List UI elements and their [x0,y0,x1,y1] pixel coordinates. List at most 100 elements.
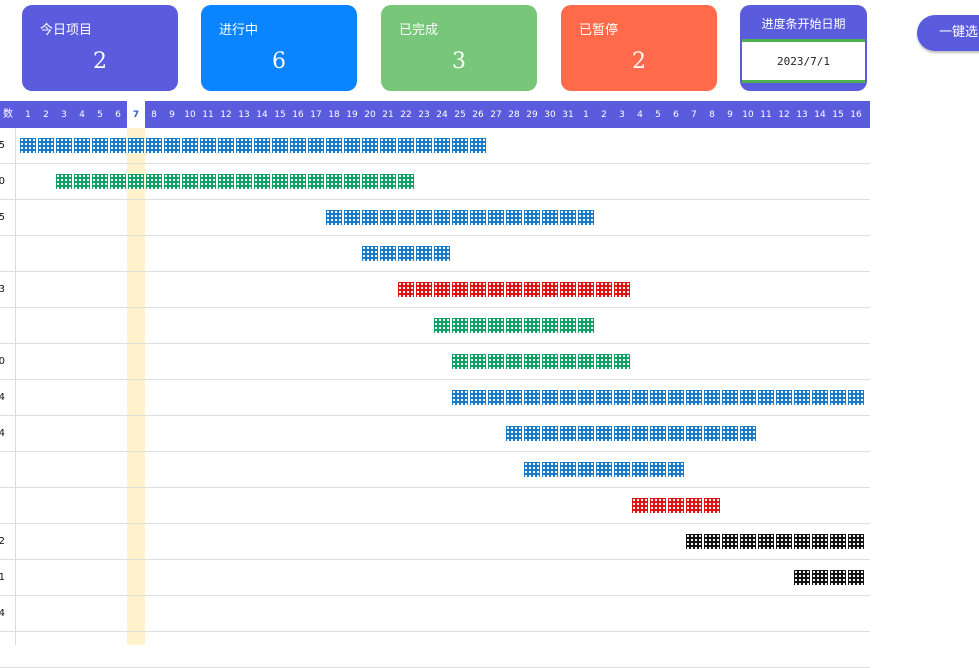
progress-block [524,318,540,333]
progress-block [416,282,432,297]
progress-block [488,282,504,297]
progress-block [326,174,342,189]
progress-block [344,138,360,153]
gantt-row [0,488,870,524]
progress-block [398,174,414,189]
progress-block [164,138,180,153]
progress-block [596,354,612,369]
row-days-value: 5 [0,140,5,151]
progress-block [272,138,288,153]
progress-block [614,462,630,477]
progress-block [398,246,414,261]
progress-block [416,138,432,153]
progress-block [290,138,306,153]
progress-block [110,138,126,153]
row-days-value: 4 [0,392,5,403]
progress-block [434,246,450,261]
progress-block [704,534,720,549]
gantt-row: 5 [0,128,870,164]
day-header-cell: 11 [202,110,214,120]
day-header-cell: 14 [256,110,268,120]
progress-block [488,354,504,369]
day-header-cell: 20 [364,110,376,120]
row-days-value: 5 [0,212,5,223]
progress-block [524,426,540,441]
progress-block [542,462,558,477]
progress-block [848,534,864,549]
progress-block [650,462,666,477]
row-days-value [0,236,5,272]
progress-block [650,498,666,513]
day-header-cell: 10 [742,110,754,120]
progress-block [452,318,468,333]
gantt-row: 4 [0,596,870,632]
progress-block [200,138,216,153]
card-label: 今日项目 [40,23,93,38]
progress-block [722,426,738,441]
label-divider [15,128,16,645]
progress-block [20,138,36,153]
progress-block [128,174,144,189]
progress-block [398,210,414,225]
day-header-cell: 23 [418,110,430,120]
progress-block [830,570,846,585]
progress-block [488,210,504,225]
day-header-cell: 30 [544,110,556,120]
progress-block [146,138,162,153]
progress-block [632,390,648,405]
progress-block [470,390,486,405]
one-click-button[interactable]: 一键选 [917,15,979,51]
day-header-today: 7 [127,101,145,128]
row-days-value: 4 [0,428,5,439]
progress-block [434,318,450,333]
progress-block [596,390,612,405]
progress-block [524,462,540,477]
progress-block [488,390,504,405]
progress-block [686,390,702,405]
progress-block [380,174,396,189]
progress-block [272,174,288,189]
row-days-value [0,308,5,344]
day-header-cell: 27 [490,110,502,120]
card-value: 3 [452,49,466,74]
progress-block [668,426,684,441]
progress-block [542,318,558,333]
day-header-cell: 6 [115,110,121,120]
day-header-cell: 15 [832,110,844,120]
gantt-row: 3 [0,272,870,308]
card-value: 2 [632,49,646,74]
progress-block [560,318,576,333]
day-header-cell: 25 [454,110,466,120]
progress-block [578,462,594,477]
row-days-value: 0 [0,356,5,367]
card-value: 6 [272,49,286,74]
progress-block [632,462,648,477]
gantt-row: 0 [0,344,870,380]
progress-block [452,390,468,405]
day-header-cell: 1 [25,110,31,120]
progress-block [578,210,594,225]
progress-block [362,174,378,189]
progress-block [794,390,810,405]
gantt-row: 5 [0,200,870,236]
progress-block [578,282,594,297]
progress-block [668,498,684,513]
card-label: 进行中 [219,23,259,38]
gantt-row [0,632,870,668]
day-header-cell: 14 [814,110,826,120]
progress-block [290,174,306,189]
progress-block [560,426,576,441]
progress-block [452,282,468,297]
progress-block [92,174,108,189]
progress-block [542,426,558,441]
progress-block [218,138,234,153]
day-header-cell: 16 [292,110,304,120]
day-header-cell: 15 [274,110,286,120]
start-date-input[interactable]: 2023/7/1 [742,39,865,83]
progress-block [344,210,360,225]
progress-block [434,138,450,153]
progress-block [452,354,468,369]
progress-block [704,390,720,405]
